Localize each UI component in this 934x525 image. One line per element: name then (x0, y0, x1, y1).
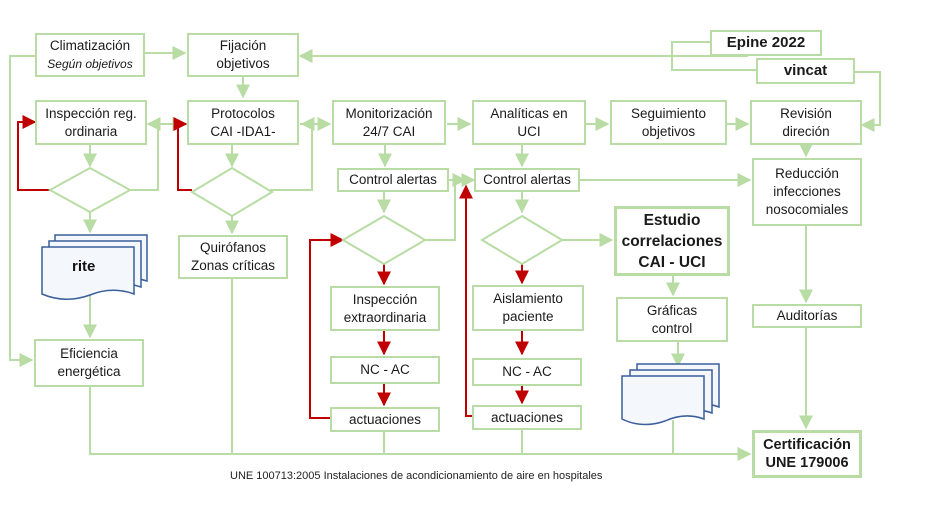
protocolos-box: Protocolos CAI -IDA1- (187, 100, 299, 145)
inspeccion-ordinaria-line2: ordinaria (64, 123, 118, 139)
fijacion-objetivos-box: Fijación objetivos (187, 33, 299, 77)
eficiencia-line1: Eficiencia (60, 346, 118, 361)
auditorias-box: Auditorías (752, 304, 862, 328)
monitorizacion-box: Monitorización 24/7 CAI (332, 100, 446, 145)
graficas-line2: control (651, 320, 693, 336)
fijacion-line2: objetivos (216, 56, 270, 71)
graficas-line1: Gráficas (646, 302, 698, 318)
eficiencia-energetica-box: Eficiencia energética (34, 339, 144, 387)
nc-ac-2-label: NC - AC (502, 364, 552, 379)
fijacion-line1: Fijación (219, 38, 267, 53)
epine-2022-box: Epine 2022 (710, 30, 822, 56)
analiticas-line1: Analíticas en (490, 105, 568, 121)
eficiencia-line2: energética (57, 364, 121, 379)
aislamiento-paciente-box: Aislamiento paciente (472, 285, 584, 331)
seguimiento-box: Seguimiento objetivos (610, 100, 727, 145)
inspeccion-extraordinaria-box: Inspección extraordinaria (330, 286, 440, 331)
decision-diamond-4 (480, 214, 564, 266)
red-connectors (17, 115, 529, 419)
reduccion-line2: infecciones (773, 184, 841, 199)
aislamiento-line1: Aislamiento (493, 291, 563, 306)
seguimiento-line2: objetivos (641, 123, 696, 139)
climatizacion-title: Climatización (49, 38, 131, 53)
nc-ac-box-1: NC - AC (330, 356, 440, 384)
aislamiento-line2: paciente (502, 309, 554, 324)
inspeccion-ordinaria-line1: Inspección reg. (45, 105, 137, 121)
quirofanos-line2: Zonas críticas (190, 258, 276, 273)
inspeccion-ordinaria-box: Inspección reg. ordinaria (35, 100, 147, 145)
quirofanos-line1: Quirófanos (199, 240, 267, 255)
actuaciones-box-1: actuaciones (330, 407, 440, 432)
reduccion-line1: Reducción (775, 166, 839, 181)
standard-caption: UNE 100713:2005 Instalaciones de acondic… (230, 470, 603, 482)
estudio-correlaciones-box: Estudio correlaciones CAI - UCI (614, 206, 730, 276)
decision-diamond-3 (341, 214, 427, 266)
revision-line1: Revisión (780, 105, 832, 121)
climatizacion-box: Climatización Según objetivos (35, 33, 145, 77)
control-alertas-box-1: Control alertas (337, 168, 449, 192)
control-alertas-1-label: Control alertas (349, 172, 437, 187)
nc-ac-box-2: NC - AC (472, 358, 582, 386)
inspeccion-extra-line1: Inspección (352, 291, 418, 307)
actuaciones-box-2: actuaciones (472, 405, 582, 430)
revision-line2: direción (782, 123, 830, 139)
certificacion-box: Certificación UNE 179006 (752, 430, 862, 478)
inspeccion-extra-line2: extraordinaria (343, 309, 427, 325)
seguimiento-line1: Seguimiento (630, 105, 707, 121)
protocolos-line2: CAI -IDA1- (210, 123, 276, 139)
auditorias-label: Auditorías (776, 308, 838, 323)
certificacion-line2: UNE 179006 (765, 455, 849, 471)
actuaciones-1-label: actuaciones (348, 411, 422, 427)
actuaciones-2-label: actuaciones (490, 409, 564, 425)
document-stack-rite (41, 234, 148, 300)
estudio-line1: Estudio (643, 211, 701, 229)
decision-diamond-2 (190, 166, 274, 218)
reduccion-line3: nosocomiales (765, 202, 849, 217)
certificacion-line1: Certificación (763, 437, 851, 453)
vincat-box: vincat (756, 58, 855, 84)
graficas-control-box: Gráficas control (616, 297, 728, 342)
protocolos-line1: Protocolos (211, 105, 275, 121)
nc-ac-1-label: NC - AC (360, 362, 410, 377)
reduccion-infecciones-box: Reducción infecciones nosocomiales (752, 158, 862, 226)
document-stack-graficas (621, 363, 720, 426)
estudio-line3: CAI - UCI (638, 253, 706, 271)
monitorizacion-line2: 24/7 CAI (362, 123, 416, 139)
rite-document-label: rite (72, 258, 96, 275)
green-connectors (9, 41, 881, 461)
decision-diamond-1 (47, 166, 133, 214)
analiticas-box: Analíticas en UCI (472, 100, 586, 145)
control-alertas-2-label: Control alertas (483, 172, 571, 187)
quirofanos-box: Quirófanos Zonas críticas (178, 235, 288, 279)
epine-label: Epine 2022 (726, 34, 806, 51)
decision-diamonds (47, 166, 564, 266)
monitorizacion-line1: Monitorización (345, 105, 433, 121)
revision-box: Revisión direción (750, 100, 862, 145)
control-alertas-box-2: Control alertas (474, 168, 580, 192)
analiticas-line2: UCI (517, 123, 541, 139)
vincat-label: vincat (783, 62, 828, 79)
climatizacion-subtitle: Según objetivos (47, 57, 133, 71)
estudio-line2: correlaciones (621, 232, 723, 250)
